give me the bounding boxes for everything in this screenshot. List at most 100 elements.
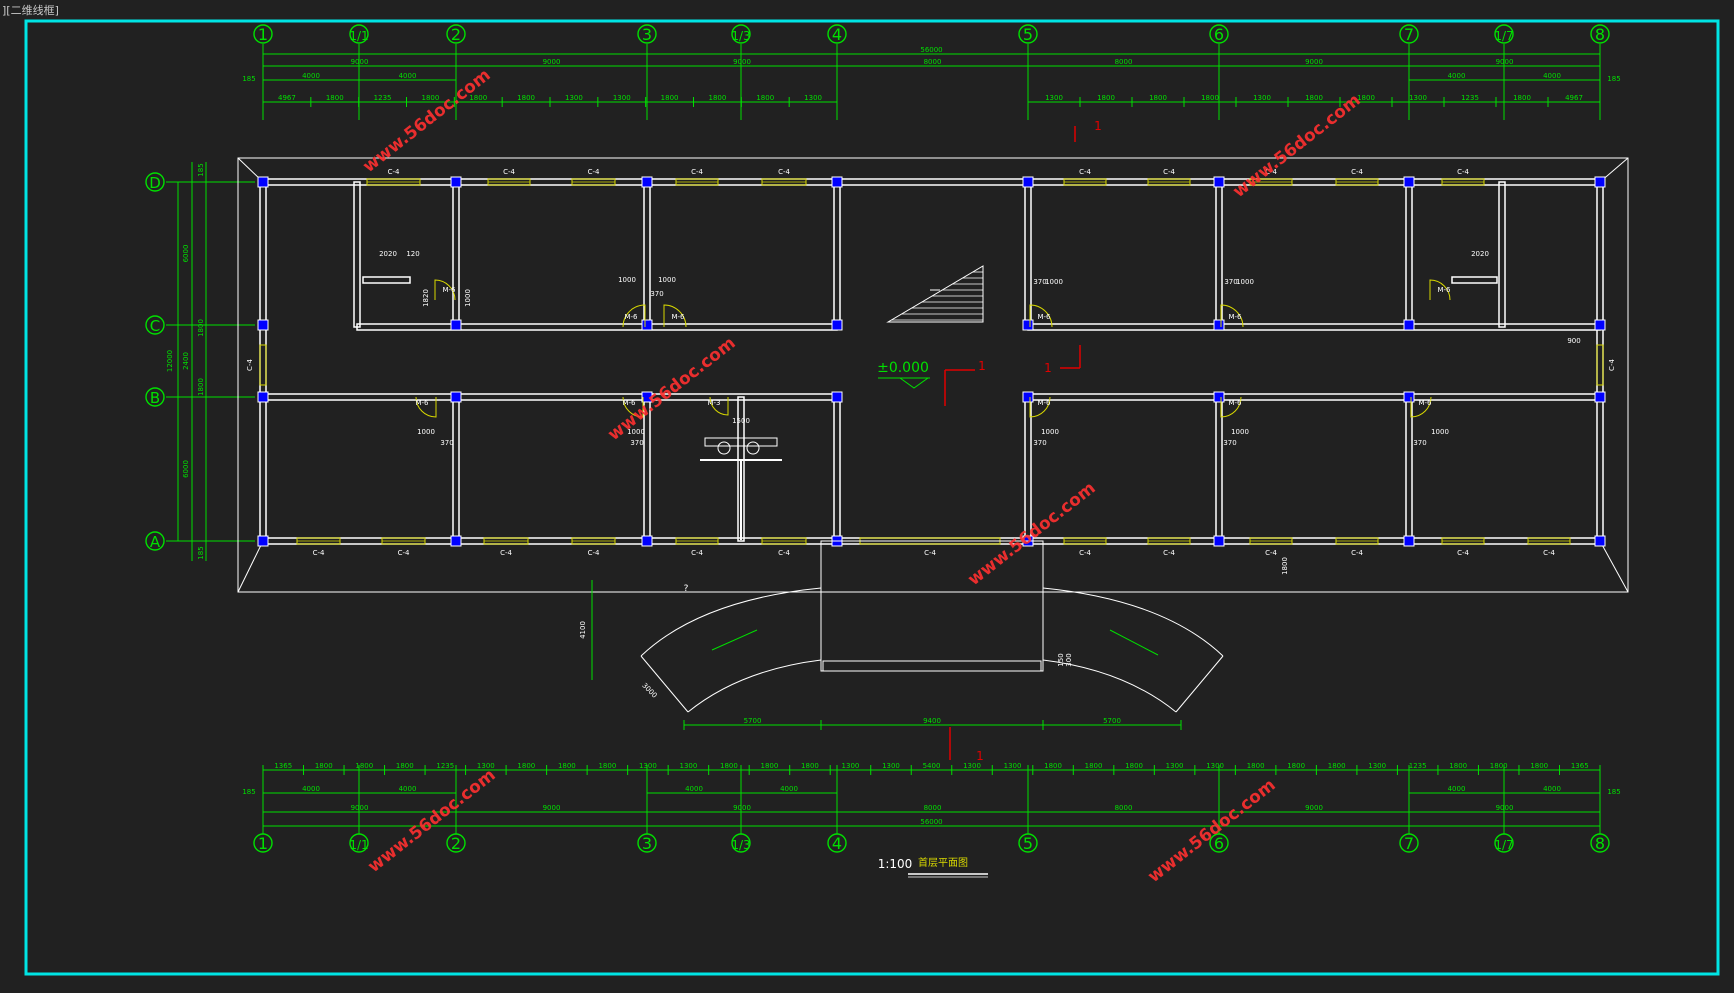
axis-bubble	[1399, 24, 1419, 44]
door-swing	[1029, 396, 1051, 418]
dim-text: 150	[1057, 653, 1065, 666]
axis-bubble	[446, 24, 466, 44]
dim-seg-bottom-text: 1800	[1247, 762, 1265, 770]
watermark-text: www.56doc.com	[359, 65, 494, 177]
wall	[1596, 181, 1604, 542]
door-tag: M-6	[1437, 286, 1451, 294]
wall	[362, 276, 411, 284]
door-swing	[1220, 396, 1242, 418]
wall	[259, 181, 267, 542]
dim-bays-top-text: 8000	[1115, 58, 1133, 66]
wall	[737, 396, 745, 542]
dim-seg-bottom-text: 1300	[1166, 762, 1184, 770]
roof-outline	[237, 157, 1629, 593]
dim-bays-bottom-text: 8000	[924, 804, 942, 812]
column	[1403, 535, 1415, 547]
column	[1594, 535, 1606, 547]
door-tag: M-6	[1037, 313, 1051, 321]
dim-seg-top-right-text: 1300	[1253, 94, 1271, 102]
dim-left-text: 6000	[182, 460, 190, 478]
dim-seg-bottom-text: 1300	[1368, 762, 1386, 770]
column	[257, 319, 269, 331]
dim-seg-bottom-text: 1300	[477, 762, 495, 770]
window-tag: C-4	[778, 549, 790, 557]
axis-label: 1/3	[731, 29, 750, 43]
viewport-label[interactable]: ][二维线框]	[2, 4, 59, 17]
roof-hip	[237, 540, 264, 593]
axis-label: 5	[1023, 834, 1033, 853]
dim-seg-bottom-text: 1800	[315, 762, 333, 770]
dim-text: 900	[1567, 337, 1580, 345]
room-dim: 370	[630, 439, 643, 447]
dim-bays-top-text: 9000	[543, 58, 561, 66]
window-tag: C-4	[588, 549, 600, 557]
door-tag: M-6	[1228, 313, 1242, 321]
room-dim: 1000	[658, 276, 676, 284]
dim-seg-bottom-text: 1800	[517, 762, 535, 770]
dim-seg-bottom-text: 1300	[1004, 762, 1022, 770]
dim-seg-bottom-text: 1800	[720, 762, 738, 770]
column	[450, 176, 462, 188]
axis-bubble	[637, 24, 657, 44]
column	[1022, 391, 1034, 403]
curved-step-left-inner	[687, 659, 822, 713]
window	[1596, 344, 1604, 386]
dim-seg-top-left-text: 1235	[374, 94, 392, 102]
column	[1213, 176, 1225, 188]
dim-seg-bottom-text: 1800	[1085, 762, 1103, 770]
dim-seg-bottom-text: 1300	[882, 762, 900, 770]
wall	[833, 181, 841, 328]
column	[1213, 535, 1225, 547]
wall	[1027, 393, 1601, 401]
dim-sub-bottom-185-right: 185	[1607, 788, 1620, 796]
wall	[1451, 276, 1498, 284]
dim-seg-bottom-text: 1800	[1449, 762, 1467, 770]
dim-seg-bottom-text: 1800	[761, 762, 779, 770]
wall	[1405, 396, 1413, 542]
window-tag: C-4	[500, 549, 512, 557]
dim-left-text: 1800	[197, 319, 205, 337]
wall	[356, 323, 838, 331]
window-tag: C-4	[398, 549, 410, 557]
dim-seg-bottom-text: 1365	[274, 762, 292, 770]
dim-sub-bottom-left-text: 4000	[399, 785, 417, 793]
door-swing	[1429, 279, 1451, 301]
dim-seg-bottom-text: 1235	[436, 762, 454, 770]
dim-left-text: 6000	[182, 245, 190, 263]
window-tag: C-4	[1351, 549, 1363, 557]
room-dim: 1820	[422, 289, 430, 307]
axis-bubble	[145, 315, 165, 335]
dim-sub-top-right-text: 4000	[1543, 72, 1561, 80]
axis-bubble	[1590, 24, 1610, 44]
dim-seg-bottom-text: 1800	[396, 762, 414, 770]
step-arrow	[711, 629, 758, 651]
dim-bays-bottom-text: 9000	[1496, 804, 1514, 812]
wall	[262, 393, 838, 401]
column	[641, 319, 653, 331]
door-swing	[622, 396, 644, 418]
dim-text: 3000	[640, 681, 658, 699]
door-swing	[709, 396, 729, 416]
watermark-text: www.56doc.com	[1144, 775, 1279, 887]
dim-left-text: 2400	[182, 352, 190, 370]
axis-label: 2	[451, 25, 461, 44]
room-dim: 370	[440, 439, 453, 447]
drawing-frame	[24, 19, 1720, 976]
axis-label: A	[150, 533, 161, 551]
curved-step-left-end	[640, 655, 689, 713]
column	[1213, 319, 1225, 331]
entrance-step	[822, 660, 1042, 672]
wall	[1405, 181, 1413, 328]
curved-step-right-inner	[1042, 659, 1177, 713]
dim-entrance-text: 9400	[923, 717, 941, 725]
axis-bubble	[1209, 24, 1229, 44]
axis-label: 5	[1023, 25, 1033, 44]
axis-label: 1	[258, 25, 268, 44]
room-dim: 2020	[1471, 250, 1489, 258]
axis-label: 8	[1595, 834, 1605, 853]
dim-seg-bottom-text: 5400	[923, 762, 941, 770]
axis-label: 8	[1595, 25, 1605, 44]
axis-label: 6	[1214, 834, 1224, 853]
sink-counter	[704, 437, 778, 447]
window-tag: C-4	[313, 549, 325, 557]
